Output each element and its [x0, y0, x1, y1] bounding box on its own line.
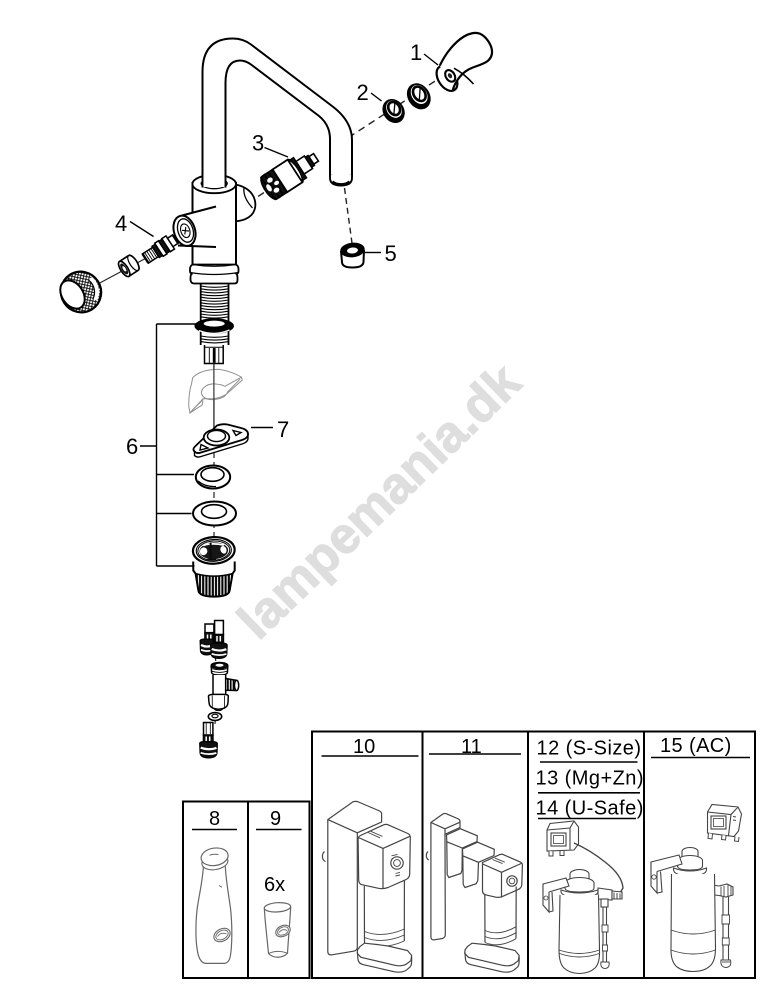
svg-text:4: 4 [115, 211, 127, 236]
svg-text:6: 6 [126, 434, 138, 459]
svg-text:14 (U-Safe): 14 (U-Safe) [536, 798, 644, 820]
svg-text:13 (Mg+Zn): 13 (Mg+Zn) [536, 768, 644, 790]
svg-text:10: 10 [353, 736, 375, 758]
svg-text:5: 5 [385, 241, 397, 266]
svg-text:3: 3 [252, 131, 264, 156]
svg-text:11: 11 [461, 736, 482, 758]
svg-text:9: 9 [270, 808, 281, 830]
svg-text:6x: 6x [264, 874, 285, 896]
svg-text:7: 7 [277, 417, 289, 442]
svg-text:8: 8 [209, 808, 220, 830]
svg-text:1: 1 [410, 40, 422, 65]
svg-text:12 (S-Size): 12 (S-Size) [537, 738, 642, 760]
svg-text:15 (AC): 15 (AC) [660, 735, 732, 757]
svg-text:2: 2 [357, 80, 369, 105]
